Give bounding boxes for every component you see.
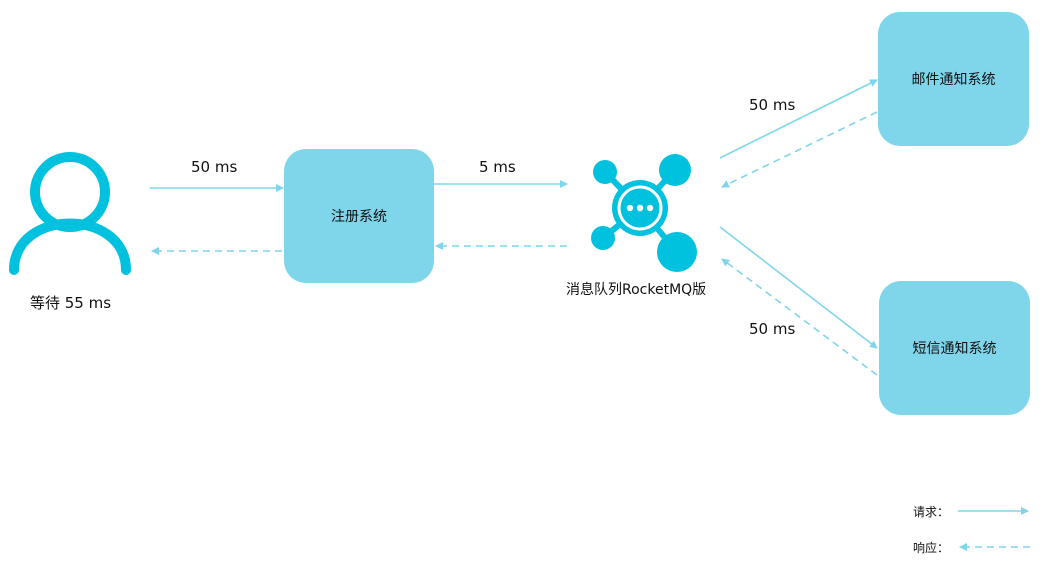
user-wait-caption: 等待 55 ms xyxy=(30,294,112,312)
response-arrow-email-mq xyxy=(721,111,878,188)
email-notification-node: 邮件通知系统 xyxy=(878,12,1029,146)
message-queue-icon xyxy=(591,154,697,272)
legend-request-label: 请求： xyxy=(913,505,950,519)
edge-label-user-register: 50 ms xyxy=(191,158,238,176)
sms-notification-node: 短信通知系统 xyxy=(879,281,1030,415)
user-icon xyxy=(9,152,131,275)
request-arrow-mq-sms xyxy=(719,226,878,349)
request-arrow-mq-email xyxy=(719,79,878,159)
legend-response-label: 响应： xyxy=(913,541,950,555)
edge-label-mq-sms: 50 ms xyxy=(749,320,796,338)
edge-label-mq-email: 50 ms xyxy=(749,96,796,114)
mq-node-label: 消息队列RocketMQ版 xyxy=(566,282,707,298)
response-arrow-sms-mq xyxy=(721,258,878,376)
register-system-node: 注册系统 xyxy=(284,149,434,283)
edge-label-register-mq: 5 ms xyxy=(479,158,516,176)
